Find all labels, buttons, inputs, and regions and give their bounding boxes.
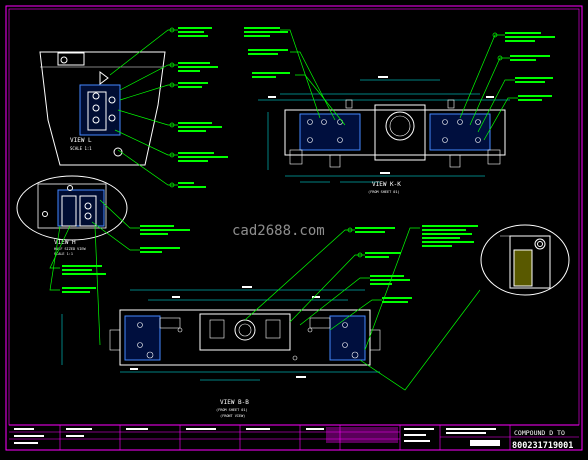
view-l[interactable]: VIEW L SCALE 1:1	[39, 51, 166, 166]
view-h-note: HALF SIZED VIEW	[54, 247, 87, 251]
title-block-title: COMPOUND D TO	[514, 429, 565, 437]
view-l-scale: SCALE 1:1	[70, 146, 92, 151]
view-kk-body	[284, 109, 506, 156]
view-l-bracket	[79, 84, 121, 136]
view-l-outline	[39, 51, 166, 166]
view-h[interactable]: VIEW H HALF SIZED VIEW SCALE 1:1	[16, 175, 128, 256]
view-l-title: VIEW L	[70, 137, 92, 144]
view-kk[interactable]: VIEW K-K (FROM SHEET 01)	[258, 76, 510, 194]
detail-hatch	[513, 249, 533, 287]
view-kk-ref: (FROM SHEET 01)	[368, 190, 400, 194]
view-bb-ref2: (FRONT VIEW)	[220, 414, 245, 418]
view-kk-bore	[385, 111, 415, 141]
view-bb-ref: (FROM SHEET 01)	[216, 408, 248, 412]
view-l-callout-text	[178, 27, 228, 188]
view-bb[interactable]: VIEW B-B (FROM SHEET 01) (FRONT VIEW)	[61, 286, 381, 418]
view-h-scale: SCALE 1:1	[54, 252, 73, 256]
view-kk-title: VIEW K-K	[372, 181, 401, 188]
view-h-ellipse	[16, 175, 128, 241]
watermark: cad2688.com	[232, 223, 325, 239]
view-l-tab	[57, 52, 85, 66]
detail-view[interactable]	[480, 224, 570, 296]
view-l-callouts	[109, 27, 178, 188]
view-h-callouts	[49, 199, 140, 346]
view-bb-center	[199, 313, 291, 351]
title-block[interactable]: COMPOUND D TO 800231719001	[9, 424, 579, 451]
view-kk-center-block	[374, 104, 426, 161]
drawing-border	[5, 5, 583, 451]
view-bb-callouts	[244, 227, 481, 391]
view-kk-callouts	[280, 29, 518, 141]
drawing-number: 800231719001	[512, 441, 573, 451]
view-h-title: VIEW H	[54, 239, 76, 246]
view-bb-title: VIEW B-B	[220, 399, 249, 406]
